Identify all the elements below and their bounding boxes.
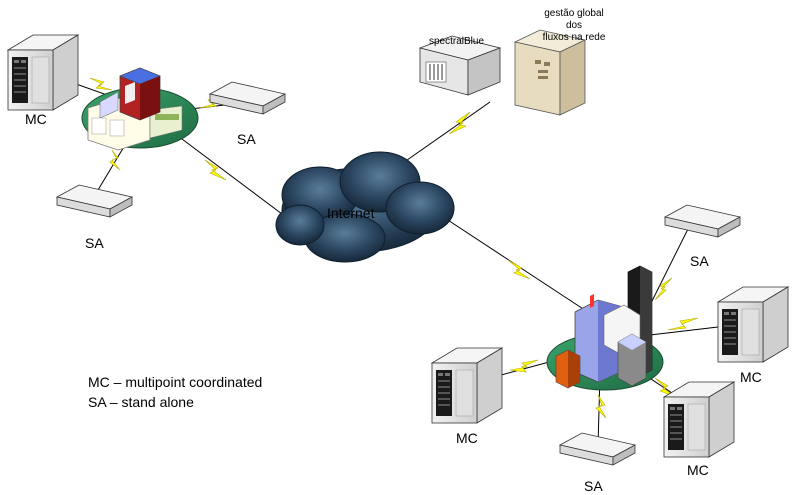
gestao-label-line-3: fluxos na rede [543,32,606,43]
lightning-icon [89,77,113,91]
mc-right-label: MC [740,369,762,385]
internet-cloud-icon [275,151,455,263]
sa-top-left-right[interactable]: SA [209,81,286,147]
lightning-icon [667,317,699,331]
legend-mc: MC – multipoint coordinated [88,374,263,390]
mc-bottom-right[interactable]: MC [663,381,735,478]
mc-bottom-left[interactable]: MC [431,347,503,446]
internet-cloud[interactable]: Internet [275,151,455,263]
gestao-label-line-2: dos [566,20,582,31]
lightning-icon [654,277,673,301]
sa-top-left-right-label: SA [237,131,256,147]
stand-alone-terminal-icon [209,81,286,115]
mc-right[interactable]: MC [717,286,789,385]
lightning-icon [507,259,531,280]
lightning-icon [109,149,121,171]
spectralblue-label: spectralBlue [429,36,484,47]
sa-right-top[interactable]: SA [664,204,741,269]
management-server[interactable]: gestão global dos fluxos na rede [513,8,606,116]
sa-bottom-label: SA [584,478,603,494]
link-site-left-internet [169,129,291,221]
site-top-left [81,67,199,151]
sa-top-left-bottom-label: SA [85,235,104,251]
stand-alone-terminal-icon [56,184,133,218]
spectralblue-server[interactable]: spectralBlue [418,35,502,96]
server-icon [418,35,502,96]
building-site-icon [555,265,653,389]
link-internet-mainframe [399,101,491,166]
building-site-icon [87,67,183,151]
server-tower-icon [663,381,735,458]
lightning-icon [595,394,607,419]
legend-sa: SA – stand alone [88,394,194,410]
stand-alone-terminal-icon [559,432,636,466]
mc-top-left-label: MC [25,111,47,127]
stand-alone-terminal-icon [664,204,741,238]
server-tower-icon [717,286,789,363]
mc-top-left[interactable]: MC [7,34,79,127]
lightning-icon [509,359,539,373]
sa-bottom[interactable]: SA [559,432,636,494]
lightning-icon [448,111,471,135]
sa-right-top-label: SA [690,253,709,269]
server-tower-icon [7,34,79,111]
server-tower-icon [431,347,503,424]
link-sa-bottom-site-left [94,139,129,196]
internet-label: Internet [327,205,375,221]
site-bottom-right [546,265,664,391]
gestao-label-line-1: gestão global [544,8,604,19]
legend: MC – multipoint coordinated SA – stand a… [88,372,262,412]
mc-bottom-left-label: MC [456,430,478,446]
lightning-icon [204,159,227,181]
sa-top-left-bottom[interactable]: SA [56,184,133,251]
management-server-icon [513,29,587,116]
mc-bottom-right-label: MC [687,462,709,478]
